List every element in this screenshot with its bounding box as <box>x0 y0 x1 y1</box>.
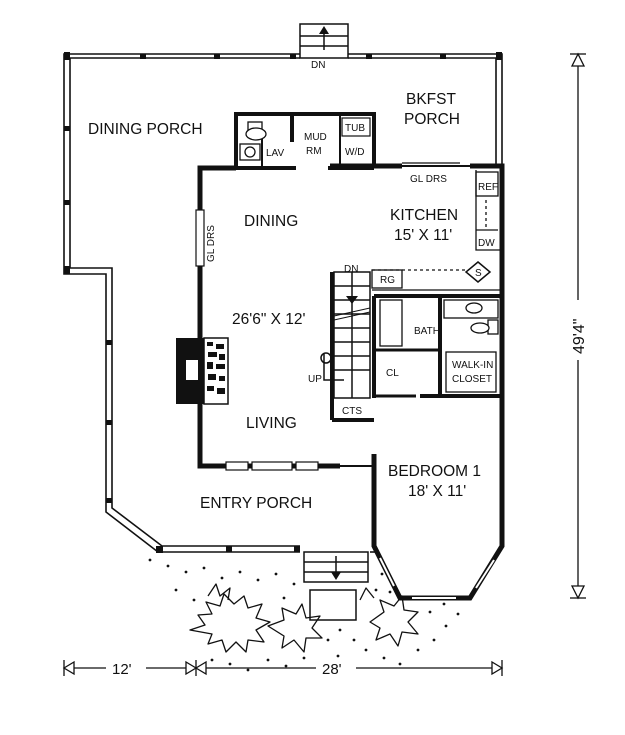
rg-label: RG <box>380 275 395 286</box>
cts-label: CTS <box>342 406 362 417</box>
entry-porch-label: ENTRY PORCH <box>200 495 312 512</box>
landscape-shrubs <box>189 583 419 653</box>
bedroom-walls <box>372 394 502 546</box>
ref-label: REF <box>478 182 498 193</box>
lav-label: LAV <box>266 148 284 159</box>
rm-label: RM <box>306 146 322 157</box>
sink-s-icon <box>464 261 492 283</box>
dn-top-label: DN <box>311 60 325 71</box>
cl-label: CL <box>386 368 399 379</box>
toilet-icon <box>245 121 267 141</box>
top-stairs <box>299 23 349 59</box>
kitchen-label: KITCHEN <box>390 207 458 224</box>
entry-steps <box>303 551 369 621</box>
dim-left-label: 12' <box>112 661 132 678</box>
dimension-label-masks <box>106 300 590 678</box>
gl-drs-left-label: GL DRS <box>206 225 217 262</box>
s-label: S <box>475 268 482 279</box>
kitchen-size-label: 15' X 11' <box>394 227 452 244</box>
bedroom-size-label: 18' X 11' <box>408 483 466 500</box>
living-label: LIVING <box>246 415 297 432</box>
closet-label: CLOSET <box>452 374 492 385</box>
arrow-icon <box>319 26 329 34</box>
fireplace <box>176 337 229 405</box>
landscape-dots <box>148 558 460 672</box>
walk-in-label: WALK-IN <box>452 360 493 371</box>
bath-label: BATH <box>414 326 440 337</box>
porch-label: PORCH <box>404 111 460 128</box>
bath-walls <box>372 294 502 398</box>
bedroom-label: BEDROOM 1 <box>388 463 481 480</box>
up-label: UP <box>308 374 322 385</box>
living-size-label: 26'6" X 12' <box>232 311 306 328</box>
porch-posts <box>64 52 502 553</box>
gl-drs-top-label: GL DRS <box>410 174 447 185</box>
bkfst-label: BKFST <box>406 91 456 108</box>
bath-fixtures <box>379 299 499 347</box>
windows <box>195 209 319 471</box>
service-block <box>234 112 376 170</box>
tub-label: TUB <box>345 123 365 134</box>
mud-label: MUD <box>304 132 327 143</box>
dim-bottom-label: 28' <box>322 661 342 678</box>
dim-right-label: 49'4" <box>571 319 588 354</box>
sink-icon <box>239 143 261 161</box>
dining-label: DINING <box>244 213 298 230</box>
bay-windows <box>379 557 495 599</box>
arrow-down-icon <box>331 572 341 580</box>
arrow-down-icon <box>346 296 358 304</box>
dining-porch-label: DINING PORCH <box>88 121 203 138</box>
dn-stair-label: DN <box>344 264 358 275</box>
dimension-arrows <box>62 52 586 676</box>
main-stairs <box>320 271 371 399</box>
dw-label: DW <box>478 238 495 249</box>
tub-icon <box>341 117 371 137</box>
wd-label: W/D <box>345 147 364 158</box>
closet-shelf <box>445 351 497 393</box>
kitchen-counters <box>371 170 500 291</box>
